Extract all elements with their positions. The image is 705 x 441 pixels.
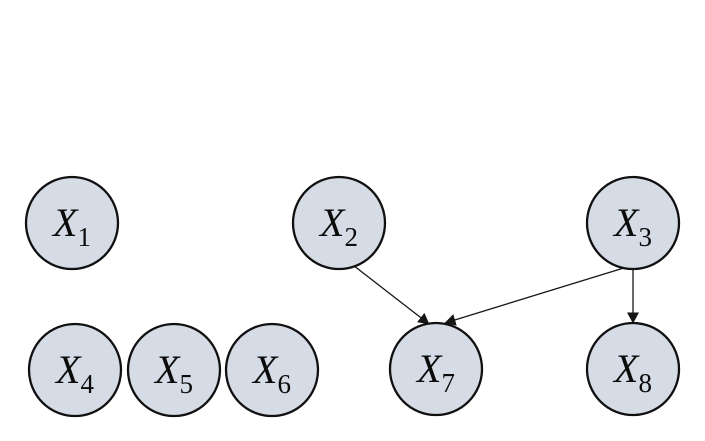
node-x7-label: X7 [415, 346, 455, 398]
node-x2: X2 [291, 175, 387, 271]
node-label-subscript: 2 [344, 222, 358, 252]
node-x4-label: X4 [54, 347, 94, 399]
node-x8: X8 [585, 321, 681, 417]
node-label-subscript: 8 [638, 368, 652, 398]
edge-layer [348, 261, 639, 326]
node-x4: X4 [27, 322, 123, 418]
node-x5-circle [126, 322, 222, 418]
node-x3-label: X3 [612, 200, 652, 252]
node-x6: X6 [224, 322, 320, 418]
edge-x2-to-x7 [348, 261, 430, 325]
node-label-variable: X [51, 200, 79, 245]
edge-x3-to-x7 [444, 266, 628, 326]
node-x2-label: X2 [318, 200, 358, 252]
node-label-variable: X [251, 347, 279, 392]
node-label-variable: X [153, 347, 181, 392]
node-label-subscript: 1 [77, 222, 91, 252]
node-label-subscript: 7 [441, 368, 455, 398]
node-x8-label: X8 [612, 346, 652, 398]
node-label-subscript: 6 [277, 369, 291, 399]
node-x5-label: X5 [153, 347, 193, 399]
node-label-subscript: 4 [80, 369, 94, 399]
node-x3: X3 [585, 175, 681, 271]
node-x8-circle [585, 321, 681, 417]
node-x4-circle [27, 322, 123, 418]
node-label-subscript: 5 [179, 369, 193, 399]
node-label-subscript: 3 [638, 222, 652, 252]
node-x1: X1 [24, 175, 120, 271]
node-x6-circle [224, 322, 320, 418]
node-label-variable: X [612, 200, 640, 245]
node-label-variable: X [612, 346, 640, 391]
node-label-variable: X [415, 346, 443, 391]
node-x6-label: X6 [251, 347, 291, 399]
node-x3-circle [585, 175, 681, 271]
node-x2-circle [291, 175, 387, 271]
node-label-variable: X [54, 347, 82, 392]
node-x7: X7 [388, 321, 484, 417]
node-x1-circle [24, 175, 120, 271]
node-x5: X5 [126, 322, 222, 418]
node-x1-label: X1 [51, 200, 91, 252]
node-x7-circle [388, 321, 484, 417]
node-label-variable: X [318, 200, 346, 245]
